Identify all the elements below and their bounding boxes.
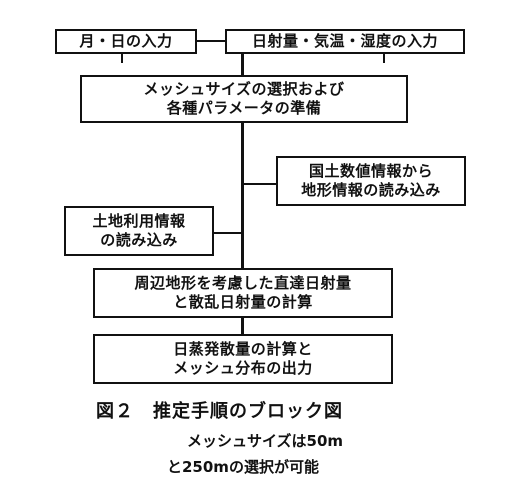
box-evaporation-output: 日蒸発散量の計算と メッシュ分布の出力 <box>93 334 393 384</box>
box-land-use: 土地利用情報 の読み込み <box>64 206 214 256</box>
box-input-month-day-label: 月・日の入力 <box>79 31 173 50</box>
figure-note-line-1: メッシュサイズは50m <box>187 432 344 450</box>
box-land-use-line-1: 土地利用情報 <box>92 211 186 230</box>
box-land-use-line-2: の読み込み <box>100 231 178 249</box>
box-evaporation-output-line-1: 日蒸発散量の計算と <box>173 339 313 358</box>
box-radiation-calc-line-2: と散乱日射量の計算 <box>173 293 313 311</box>
figure-title: 図２ 推定手順のブロック図 <box>96 401 343 422</box>
box-national-data-line-1: 国土数値情報から <box>308 161 433 180</box>
box-mesh-select-line-2: 各種パラメータの準備 <box>166 99 322 117</box>
figure-note-line-2: と250mの選択が可能 <box>167 458 319 476</box>
box-mesh-select-line-1: メッシュサイズの選択および <box>143 79 345 98</box>
connector-main-trunk <box>241 40 244 336</box>
box-radiation-calc: 周辺地形を考慮した直達日射量 と散乱日射量の計算 <box>93 268 393 318</box>
connector-branch-national <box>242 183 277 185</box>
box-national-data-line-2: 地形情報の読み込み <box>301 181 441 199</box>
connector-branch-land-use <box>213 232 243 234</box>
box-evaporation-output-line-2: メッシュ分布の出力 <box>173 359 313 377</box>
box-input-weather: 日射量・気温・湿度の入力 <box>225 29 465 54</box>
box-radiation-calc-line-1: 周辺地形を考慮した直達日射量 <box>134 273 352 292</box>
box-input-weather-label: 日射量・気温・湿度の入力 <box>251 31 438 50</box>
box-input-month-day: 月・日の入力 <box>55 29 197 54</box>
box-mesh-select: メッシュサイズの選択および 各種パラメータの準備 <box>80 75 408 123</box>
box-national-data: 国土数値情報から 地形情報の読み込み <box>276 156 466 206</box>
